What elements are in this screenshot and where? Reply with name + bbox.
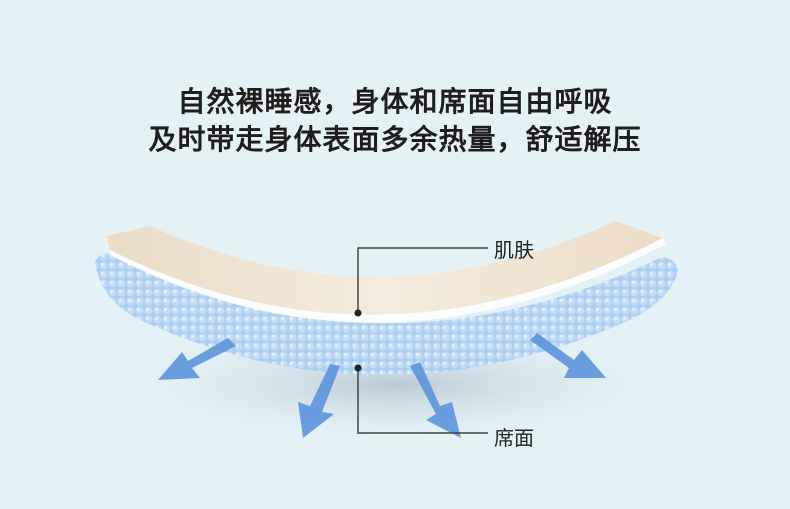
mat-dot [354,364,362,372]
arrow-icon [410,362,461,438]
headline-line-2: 及时带走身体表面多余热量，舒适解压 [148,123,642,156]
skin-layer [107,221,663,315]
skin-label: 肌肤 [494,238,534,262]
skin-leader [357,247,488,313]
arrow-icon [298,364,340,438]
arrow-icon [530,333,606,378]
mat-leader [357,368,488,434]
skin-underside [110,238,666,323]
leader-lines [357,247,488,434]
skin-dot [354,309,362,317]
airflow-arrows [158,333,606,438]
bead-layer [95,253,678,375]
headline-line-1: 自然裸睡感，身体和席面自由呼吸 [177,85,613,118]
mat-surface-label: 席面 [494,426,534,450]
arrow-icon [158,338,236,380]
